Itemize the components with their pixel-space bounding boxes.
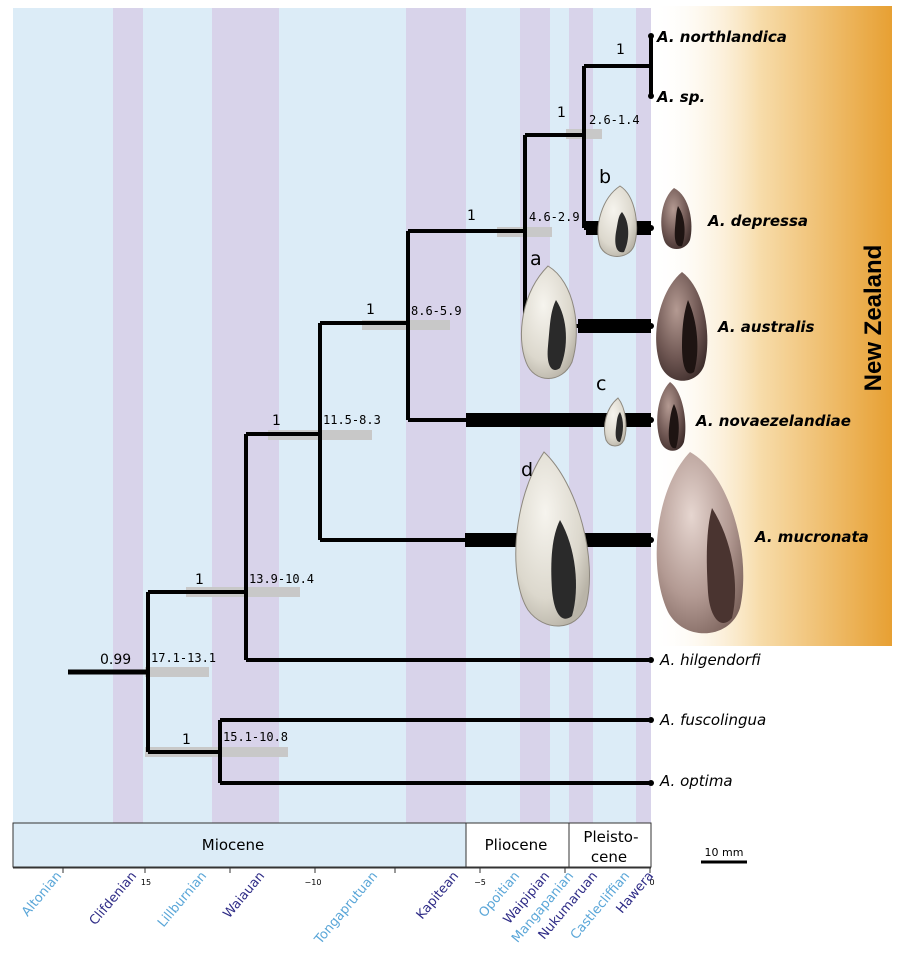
- taxon-label-depressa: A. depressa: [707, 212, 808, 230]
- tip-dot: [648, 225, 654, 231]
- tip-dot: [648, 780, 654, 786]
- axis-tick-label-5: −5: [474, 878, 486, 887]
- epoch-pleisto-line2: cene: [591, 848, 627, 866]
- range-australis: [578, 319, 651, 333]
- taxon-label-hilgendorfi: A. hilgendorfi: [659, 651, 761, 669]
- epoch-miocene: Miocene: [202, 836, 265, 854]
- axis-tick-label-10: −10: [305, 878, 322, 887]
- stage-tongaprutuan: Tongaprutuan: [311, 869, 381, 948]
- fossil-label-b: b: [599, 166, 611, 188]
- support-n7: 1: [616, 42, 625, 58]
- dark-band-kapitean: [406, 8, 466, 866]
- stage-kapitean: Kapitean: [414, 869, 462, 923]
- dark-band-clifdenian: [113, 8, 143, 866]
- epoch-bar: Miocene Pliocene Pleisto- cene: [13, 823, 651, 867]
- tip-dot: [648, 323, 654, 329]
- scale-bar-label: 10 mm: [705, 846, 744, 859]
- tip-dot: [648, 537, 654, 543]
- stage-altonian: Altonian: [19, 869, 65, 920]
- support-n4: 1: [366, 302, 375, 318]
- scale-bar: 10 mm: [701, 846, 747, 862]
- epoch-pleisto-line1: Pleisto-: [583, 828, 638, 846]
- tip-dot: [648, 33, 654, 39]
- age-n6: 2.6-1.4: [589, 113, 640, 127]
- taxon-label-novaezelandiae: A. novaezelandiae: [695, 412, 851, 430]
- tip-dot: [648, 717, 654, 723]
- taxon-label-mucronata: A. mucronata: [754, 528, 869, 546]
- support-n5: 1: [467, 208, 476, 224]
- tip-dot: [648, 657, 654, 663]
- age-n4: 8.6-5.9: [411, 304, 462, 318]
- tip-dot: [648, 417, 654, 423]
- age-n8: 15.1-10.8: [223, 730, 288, 744]
- epoch-pliocene: Pliocene: [485, 836, 548, 854]
- fossil-label-d: d: [521, 459, 533, 481]
- support-root: 0.99: [100, 652, 131, 668]
- support-n6: 1: [557, 105, 566, 121]
- region-label: New Zealand: [860, 245, 887, 392]
- support-n3: 1: [272, 413, 281, 429]
- fossil-label-c: c: [596, 373, 606, 395]
- dark-band-hawera: [636, 8, 651, 866]
- age-n5: 4.6-2.9: [529, 210, 580, 224]
- support-n8: 1: [182, 732, 191, 748]
- taxon-label-optima: A. optima: [659, 772, 733, 790]
- stage-clifdenian: Clifdenian: [87, 869, 140, 929]
- age-n3: 11.5-8.3: [323, 413, 381, 427]
- hpd-bar-root: [145, 667, 209, 677]
- axis-tick-label-15: 15: [141, 878, 151, 887]
- taxon-label-northlandica: A. northlandica: [656, 28, 787, 46]
- stage-lillburnian: Lillburnian: [155, 869, 210, 931]
- support-n2: 1: [195, 572, 204, 588]
- stage-waiauan: Waiauan: [221, 869, 268, 922]
- fossil-label-a: a: [530, 248, 542, 270]
- age-root: 17.1-13.1: [151, 651, 216, 665]
- stage-labels: Altonian Clifdenian Lillburnian Waiauan …: [19, 869, 657, 948]
- taxon-label-sp: A. sp.: [656, 88, 705, 106]
- tip-dot: [648, 93, 654, 99]
- age-n2: 13.9-10.4: [249, 572, 314, 586]
- taxon-label-fuscolingua: A. fuscolingua: [659, 711, 766, 729]
- taxon-label-australis: A. australis: [717, 318, 815, 336]
